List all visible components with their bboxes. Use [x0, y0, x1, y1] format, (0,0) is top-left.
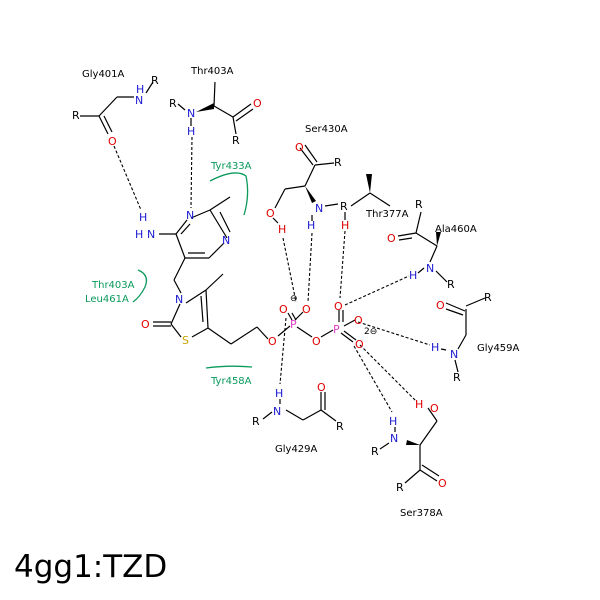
label-ser430: Ser430A [305, 124, 348, 135]
label-leu461: Leu461A [85, 294, 129, 305]
atom-oxygen: O [312, 335, 321, 348]
atom-r: R [447, 278, 455, 291]
tyr458-hydrophobic-arc [205, 365, 253, 369]
atom-nitrogen: N [390, 432, 398, 445]
thr403-leu461-hydrophobic-arc [132, 269, 148, 303]
phosphate-charge-dianion: 2⊖ [364, 327, 377, 337]
phosphate-charge-minus: ⊖ [290, 294, 298, 304]
atom-hydrogen: H [409, 269, 417, 282]
atom-oxygen: O [266, 207, 275, 220]
atom-nitrogen: N [222, 234, 230, 247]
atom-oxygen: O [355, 338, 364, 351]
atom-r: R [340, 200, 348, 213]
atom-nitrogen: N [426, 262, 434, 275]
atom-oxygen: O [438, 477, 447, 490]
atom-hydrogen: H [389, 415, 397, 428]
atom-oxygen: O [302, 303, 311, 316]
atom-nitrogen: N [175, 293, 183, 306]
atom-oxygen: O [354, 314, 363, 327]
atom-nitrogen: N [186, 209, 194, 222]
atom-nitrogen: N [315, 202, 323, 215]
atom-hydrogen: H [139, 211, 147, 224]
residue-thr377-fragment [344, 174, 391, 220]
atom-r: R [232, 134, 240, 147]
atom-hydrogen: H [307, 219, 315, 232]
ligand-bonds [153, 196, 357, 345]
atom-oxygen: O [334, 300, 343, 313]
atom-r: R [396, 481, 404, 494]
residue-ser378-fragment [379, 407, 440, 484]
label-tyr458: Tyr458A [210, 376, 252, 387]
atom-nitrogen: N [135, 94, 143, 107]
atom-r: R [336, 420, 344, 433]
label-thr377: Thr377A [365, 209, 409, 220]
residue-ala460-fragment [397, 211, 448, 283]
atom-r: R [252, 415, 260, 428]
atom-hydrogen: H [415, 398, 423, 411]
atom-oxygen: O [279, 303, 288, 316]
atom-hydrogen: H [431, 341, 439, 354]
atom-oxygen: O [436, 299, 445, 312]
atom-hydrogen: H [135, 228, 143, 241]
atom-oxygen: O [295, 141, 304, 154]
atom-nitrogen: N [450, 348, 458, 361]
atom-r: R [169, 97, 177, 110]
hydrogen-bonds [113, 136, 431, 413]
atom-r: R [72, 109, 80, 122]
atom-hydrogen: H [278, 223, 286, 236]
residue-gly401-fragment [80, 81, 154, 135]
tyr433-hydrophobic-arc [209, 172, 249, 216]
atom-r: R [453, 371, 461, 384]
page-title: 4gg1:TZD [14, 549, 168, 585]
atom-nitrogen: N [147, 228, 155, 241]
atom-r: R [334, 156, 342, 169]
atom-oxygen: O [317, 381, 326, 394]
label-gly401: Gly401A [82, 69, 125, 80]
label-gly429: Gly429A [275, 444, 318, 455]
atom-oxygen: O [253, 97, 262, 110]
atom-oxygen: O [268, 335, 277, 348]
residue-thr403-fragment [177, 81, 254, 135]
residue-gly429-fragment [262, 392, 337, 422]
label-thr403: Thr403A [190, 66, 234, 77]
atom-r: R [484, 291, 492, 304]
atom-oxygen: O [430, 402, 439, 415]
residue-gly459-fragment [440, 297, 486, 373]
atom-phosphorus: P [290, 318, 297, 331]
atom-phosphorus: P [333, 323, 340, 336]
atom-oxygen: O [387, 232, 396, 245]
atom-hydrogen: H [187, 125, 195, 138]
atom-hydrogen: H [341, 219, 349, 232]
atom-oxygen: O [141, 318, 150, 331]
atom-hydrogen: H [275, 387, 283, 400]
label-thr403-hydrophobic: Thr403A [91, 280, 135, 291]
atom-r: R [151, 74, 159, 87]
label-ser378: Ser378A [400, 508, 443, 519]
label-ala460: Ala460A [435, 224, 477, 235]
atom-r: R [415, 198, 423, 211]
atom-nitrogen: N [187, 107, 195, 120]
atom-sulfur: S [182, 334, 189, 347]
residue-ser430-fragment [272, 144, 339, 224]
atom-hydrogen: H [136, 83, 144, 96]
label-gly459: Gly459A [477, 343, 520, 354]
atom-oxygen: O [108, 135, 117, 148]
label-tyr433: Tyr433A [210, 161, 252, 172]
atom-nitrogen: N [273, 405, 281, 418]
atom-r: R [371, 445, 379, 458]
